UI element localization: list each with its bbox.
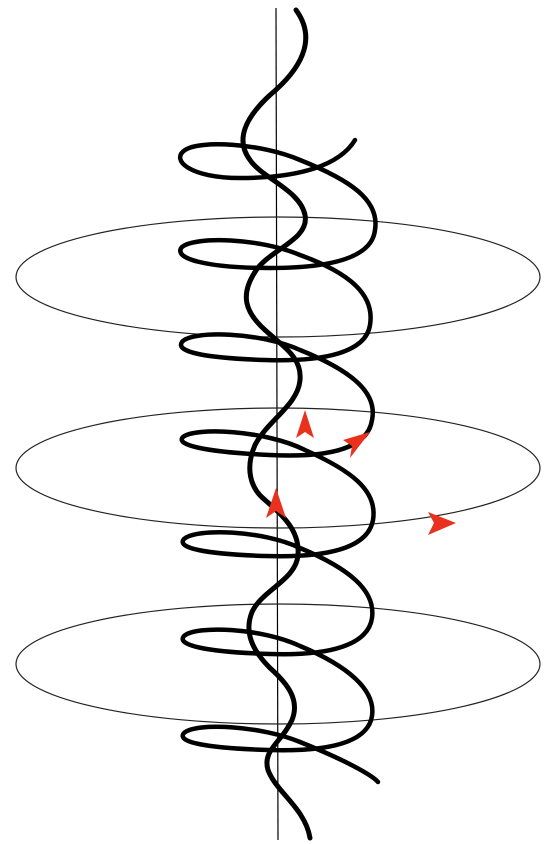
vertical-axis <box>275 7 279 841</box>
ellipse-ring-bottom <box>15 603 541 725</box>
arrow-up-1 <box>296 410 314 438</box>
ellipse-ring-top <box>15 216 541 338</box>
outer-helical-coil <box>177 137 381 785</box>
arrow-up-2 <box>266 488 286 518</box>
arrow-right <box>428 512 456 535</box>
ellipse-ring-middle <box>15 407 541 529</box>
arrow-up-right <box>343 432 370 458</box>
